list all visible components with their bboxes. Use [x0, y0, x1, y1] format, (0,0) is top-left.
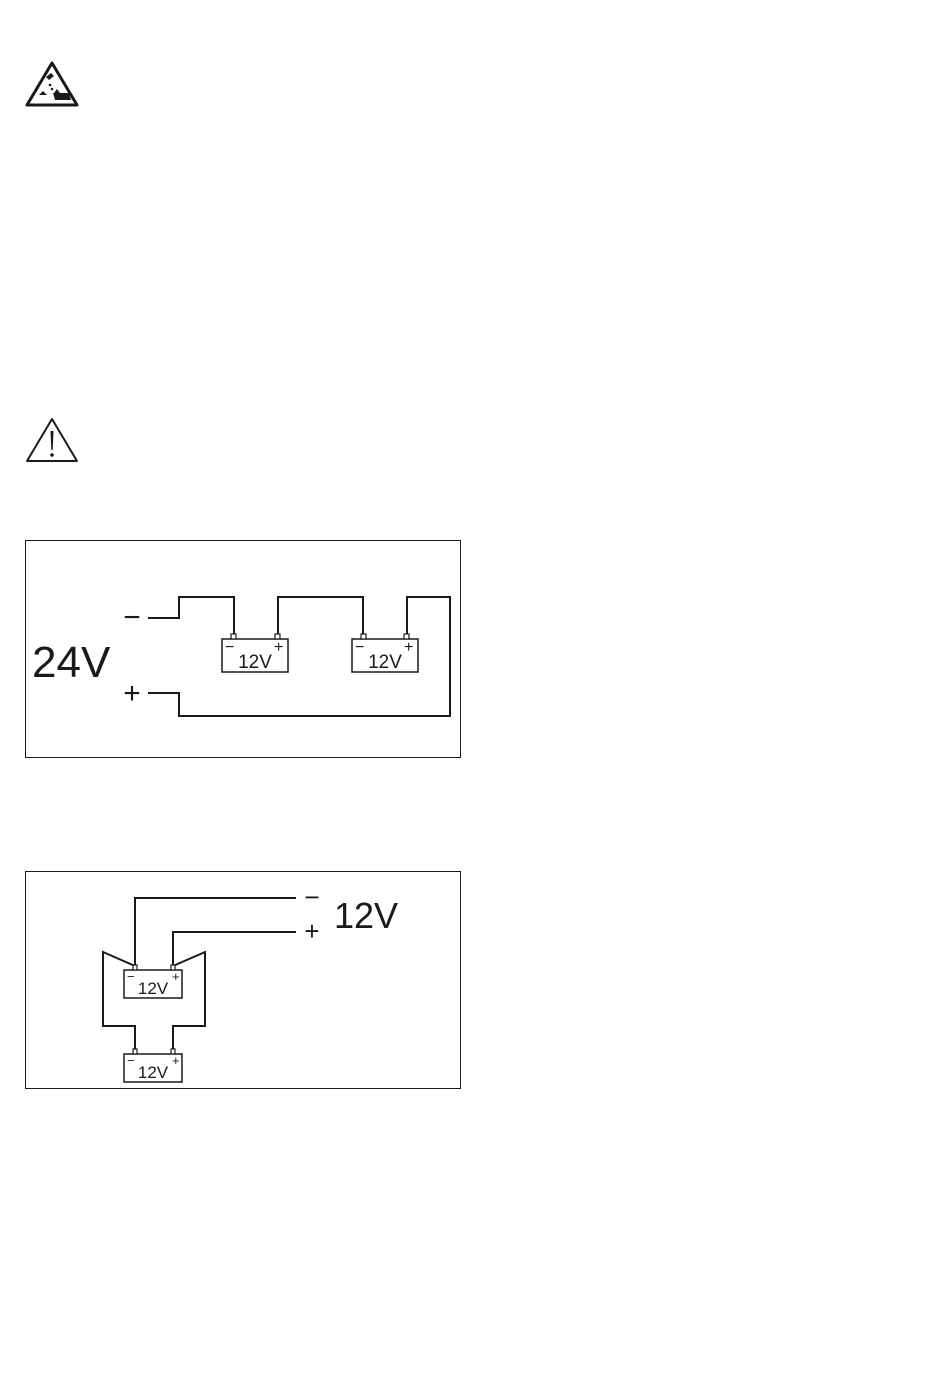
series-neg-wire	[148, 597, 234, 638]
battery-bottom-voltage: 12V	[138, 1063, 169, 1082]
parallel-output-voltage: 12V	[334, 895, 398, 936]
parallel-pos-wire	[173, 932, 296, 966]
battery-1-voltage: 12V	[238, 652, 272, 673]
battery-2: − + 12V	[352, 634, 418, 673]
series-link-wire-a	[278, 597, 363, 638]
caution-warning-icon	[24, 416, 80, 464]
battery-2-neg-label: −	[355, 639, 364, 656]
battery-top-neg-label: −	[127, 969, 135, 984]
series-output-pos: +	[123, 677, 141, 710]
battery-1-pos-label: +	[274, 639, 283, 656]
battery-1: − + 12V	[222, 634, 288, 673]
parallel-output-pos: +	[304, 916, 319, 946]
parallel-connection-diagram: − + 12V − + 12V − + 12V	[25, 871, 461, 1089]
battery-top: − + 12V	[124, 965, 182, 998]
battery-2-voltage: 12V	[368, 652, 402, 673]
parallel-output-neg: −	[304, 882, 319, 912]
corrosive-warning-icon	[24, 60, 80, 108]
battery-bottom: − + 12V	[124, 1049, 182, 1082]
battery-bottom-neg-label: −	[127, 1053, 135, 1068]
battery-top-voltage: 12V	[138, 979, 169, 998]
battery-bottom-pos-label: +	[172, 1053, 180, 1068]
parallel-pos-link	[173, 952, 205, 1051]
series-output-voltage: 24V	[32, 638, 111, 687]
series-connection-diagram: − + 12V − + 12V − + 24V	[25, 540, 461, 758]
parallel-neg-link	[103, 952, 135, 1051]
battery-1-neg-label: −	[225, 639, 234, 656]
battery-2-pos-label: +	[404, 639, 413, 656]
series-output-neg: −	[123, 601, 141, 634]
battery-top-pos-label: +	[172, 969, 180, 984]
